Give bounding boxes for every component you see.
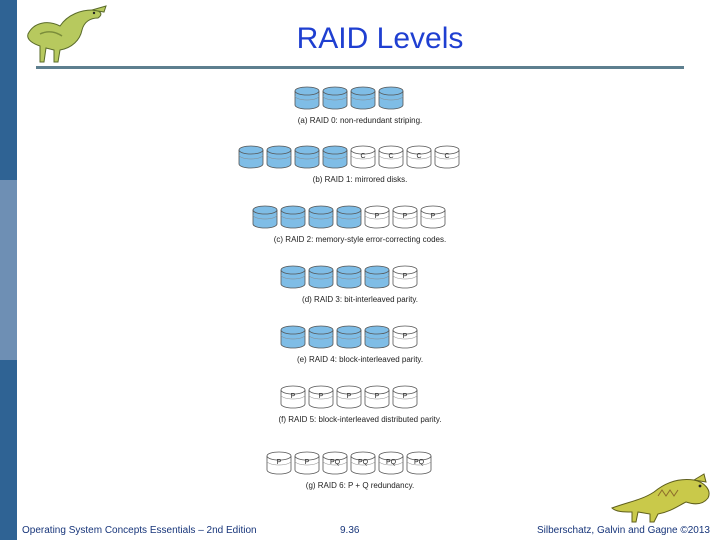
data-disk-icon <box>336 205 362 229</box>
disk-label: C <box>444 153 450 160</box>
sidebar-segment <box>0 360 17 540</box>
disk-label: P <box>430 213 436 220</box>
data-disk-icon <box>364 325 390 349</box>
disk-label: P <box>346 393 352 400</box>
disk-label: P <box>374 393 380 400</box>
redundancy-disk-icon: P <box>392 265 418 289</box>
redundancy-disk-icon: P <box>364 385 390 409</box>
disk-array: P <box>280 265 418 289</box>
disk-label: C <box>360 153 366 160</box>
data-disk-icon <box>364 265 390 289</box>
disk-array: P P PQ PQ PQ PQ <box>266 451 432 475</box>
redundancy-disk-icon: PQ <box>350 451 376 475</box>
raid-level-row: P P PQ PQ PQ PQ (g) RAID 6: P + Q redundancy. <box>0 451 720 511</box>
redundancy-disk-icon: P <box>266 451 292 475</box>
footer-copyright: Silberschatz, Galvin and Gagne ©2013 <box>536 525 710 536</box>
disk-label: P <box>402 393 408 400</box>
raid-level-row: P (d) RAID 3: bit-interleaved parity. <box>0 265 720 325</box>
raid-level-row: P P P (c) RAID 2: memory-style error-correc… <box>0 205 720 265</box>
redundancy-disk-icon: P <box>392 325 418 349</box>
disk-label: P <box>304 459 310 466</box>
disk-label: PQ <box>385 459 397 466</box>
data-disk-icon <box>308 325 334 349</box>
raid-level-row: C C C C (b) RAID 1: mirrored disks. <box>0 145 720 205</box>
disk-array: P <box>280 325 418 349</box>
data-disk-icon <box>336 265 362 289</box>
footer-book-title: Operating System Concepts Essentials – 2… <box>22 525 257 536</box>
redundancy-disk-icon: P <box>308 385 334 409</box>
sidebar-segment <box>0 180 17 360</box>
redundancy-disk-icon: P <box>280 385 306 409</box>
disk-label: P <box>374 213 380 220</box>
dinosaur-logo-icon <box>20 4 112 68</box>
disk-label: PQ <box>413 459 425 466</box>
disk-label: P <box>290 393 296 400</box>
raid-level-caption: (b) RAID 1: mirrored disks. <box>312 175 408 184</box>
raid-level-caption: (d) RAID 3: bit-interleaved parity. <box>302 295 418 304</box>
data-disk-icon <box>336 325 362 349</box>
data-disk-icon <box>238 145 264 169</box>
redundancy-disk-icon: C <box>406 145 432 169</box>
data-disk-icon <box>308 265 334 289</box>
redundancy-disk-icon: C <box>350 145 376 169</box>
data-disk-icon <box>350 86 376 110</box>
disk-label: C <box>416 153 422 160</box>
data-disk-icon <box>322 145 348 169</box>
data-disk-icon <box>252 205 278 229</box>
data-disk-icon <box>280 325 306 349</box>
disk-label: P <box>402 273 408 280</box>
disk-label: P <box>402 213 408 220</box>
redundancy-disk-icon: C <box>434 145 460 169</box>
redundancy-disk-icon: P <box>364 205 390 229</box>
disk-array <box>294 86 404 110</box>
raid-level-caption: (f) RAID 5: block-interleaved distribute… <box>278 415 442 424</box>
redundancy-disk-icon: P <box>392 385 418 409</box>
data-disk-icon <box>294 86 320 110</box>
disk-label: PQ <box>329 459 341 466</box>
title-divider <box>36 66 684 69</box>
redundancy-disk-icon: PQ <box>322 451 348 475</box>
redundancy-disk-icon: P <box>294 451 320 475</box>
redundancy-disk-icon: PQ <box>406 451 432 475</box>
disk-label: PQ <box>357 459 369 466</box>
disk-label: P <box>318 393 324 400</box>
raid-level-caption: (e) RAID 4: block-interleaved parity. <box>296 355 424 364</box>
data-disk-icon <box>280 265 306 289</box>
slide-title: RAID Levels <box>296 22 464 55</box>
data-disk-icon <box>266 145 292 169</box>
raid-level-row: (a) RAID 0: non-redundant striping. <box>0 86 720 146</box>
raid-level-caption: (g) RAID 6: P + Q redundancy. <box>305 481 415 490</box>
redundancy-disk-icon: C <box>378 145 404 169</box>
slide-sidebar <box>0 0 17 540</box>
data-disk-icon <box>294 145 320 169</box>
data-disk-icon <box>308 205 334 229</box>
redundancy-disk-icon: P <box>420 205 446 229</box>
data-disk-icon <box>280 205 306 229</box>
raid-level-caption: (c) RAID 2: memory-style error-correctin… <box>273 235 447 244</box>
redundancy-disk-icon: P <box>392 205 418 229</box>
disk-label: P <box>402 333 408 340</box>
dinosaur-logo-icon <box>608 462 716 524</box>
raid-level-row: P (e) RAID 4: block-interleaved parity. <box>0 325 720 385</box>
disk-label: P <box>276 459 282 466</box>
disk-label: C <box>388 153 394 160</box>
raid-level-caption: (a) RAID 0: non-redundant striping. <box>297 116 423 125</box>
raid-level-row: P P P P P (f) RAID 5: block-interleaved distr… <box>0 385 720 445</box>
redundancy-disk-icon: PQ <box>378 451 404 475</box>
footer-page-number: 9.36 <box>340 525 360 536</box>
redundancy-disk-icon: P <box>336 385 362 409</box>
sidebar-segment <box>0 0 17 180</box>
data-disk-icon <box>378 86 404 110</box>
data-disk-icon <box>322 86 348 110</box>
